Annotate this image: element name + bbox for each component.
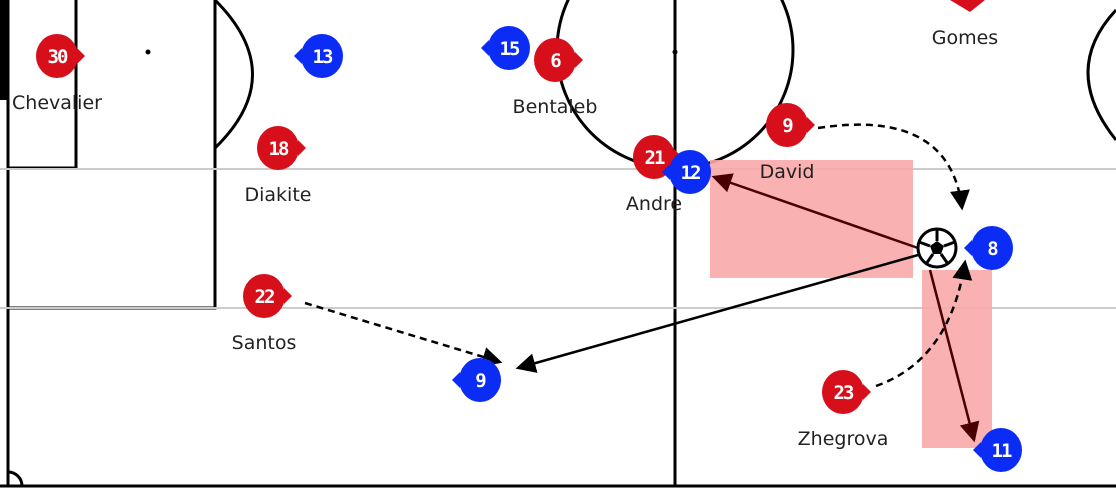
player-number: 15 (500, 38, 520, 60)
player-number: 12 (681, 162, 700, 184)
player-circle (766, 103, 808, 147)
player-circle (459, 358, 501, 402)
penalty-spot (145, 49, 151, 55)
direction-indicator (973, 442, 981, 458)
passes (515, 173, 980, 443)
highlight-zone (710, 160, 913, 278)
player-marker-offscreen (950, 0, 985, 12)
player-circle (36, 34, 78, 78)
direction-indicator (452, 372, 460, 388)
run-arrow (817, 123, 970, 211)
player-marker: 8 (964, 226, 1013, 270)
player-number: 9 (782, 115, 793, 137)
player-number: 18 (269, 138, 289, 160)
player-number: 23 (834, 382, 854, 404)
pass-arrow (928, 269, 980, 443)
player-circle (301, 34, 343, 78)
player-circle (822, 370, 864, 414)
pass-arrow (515, 253, 919, 373)
player-number: 11 (992, 440, 1012, 462)
direction-indicator (298, 140, 306, 156)
player-marker: 12 (662, 150, 711, 194)
player-circle (243, 274, 285, 318)
player-number: 22 (255, 286, 274, 308)
player-name: Santos (232, 332, 297, 354)
player-name: Diakite (245, 184, 312, 206)
pass-arrow (711, 173, 919, 250)
player-name: Zhegrova (798, 428, 889, 450)
player-marker: 15 (481, 26, 530, 70)
runs (304, 123, 973, 388)
run-arrow (304, 301, 503, 367)
direction-indicator (284, 288, 292, 304)
direction-indicator (807, 117, 815, 133)
direction-indicator (77, 48, 85, 64)
direction-indicator (863, 384, 871, 400)
direction-indicator (481, 40, 489, 56)
direction-indicator (662, 164, 670, 180)
direction-indicator (294, 48, 302, 64)
soccer-ball-icon (916, 227, 958, 269)
player-number: 9 (475, 370, 486, 392)
player-circle (971, 226, 1013, 270)
player-circle (257, 126, 299, 170)
player-name: Andre (626, 193, 682, 215)
player-circle (488, 26, 530, 70)
player-marker: 13 (294, 34, 343, 78)
player-name: Gomes (932, 27, 998, 49)
player-name: Chevalier (12, 92, 102, 114)
player-number: 21 (645, 147, 665, 169)
player-number: 30 (48, 46, 68, 68)
player-name: David (760, 161, 815, 183)
player-circle (633, 135, 675, 179)
player-circle (980, 428, 1022, 472)
direction-indicator (964, 240, 972, 256)
run-arrow (875, 259, 973, 388)
player-number: 6 (550, 50, 561, 72)
player-name: Bentaleb (513, 96, 598, 118)
player-circle (534, 38, 576, 82)
player-number: 8 (987, 238, 998, 260)
player-circle (669, 150, 711, 194)
player-marker: 9 (452, 358, 501, 402)
direction-indicator (575, 52, 583, 68)
center-spot (672, 49, 678, 55)
player-number: 13 (313, 46, 333, 68)
player-marker: 11 (973, 428, 1022, 472)
